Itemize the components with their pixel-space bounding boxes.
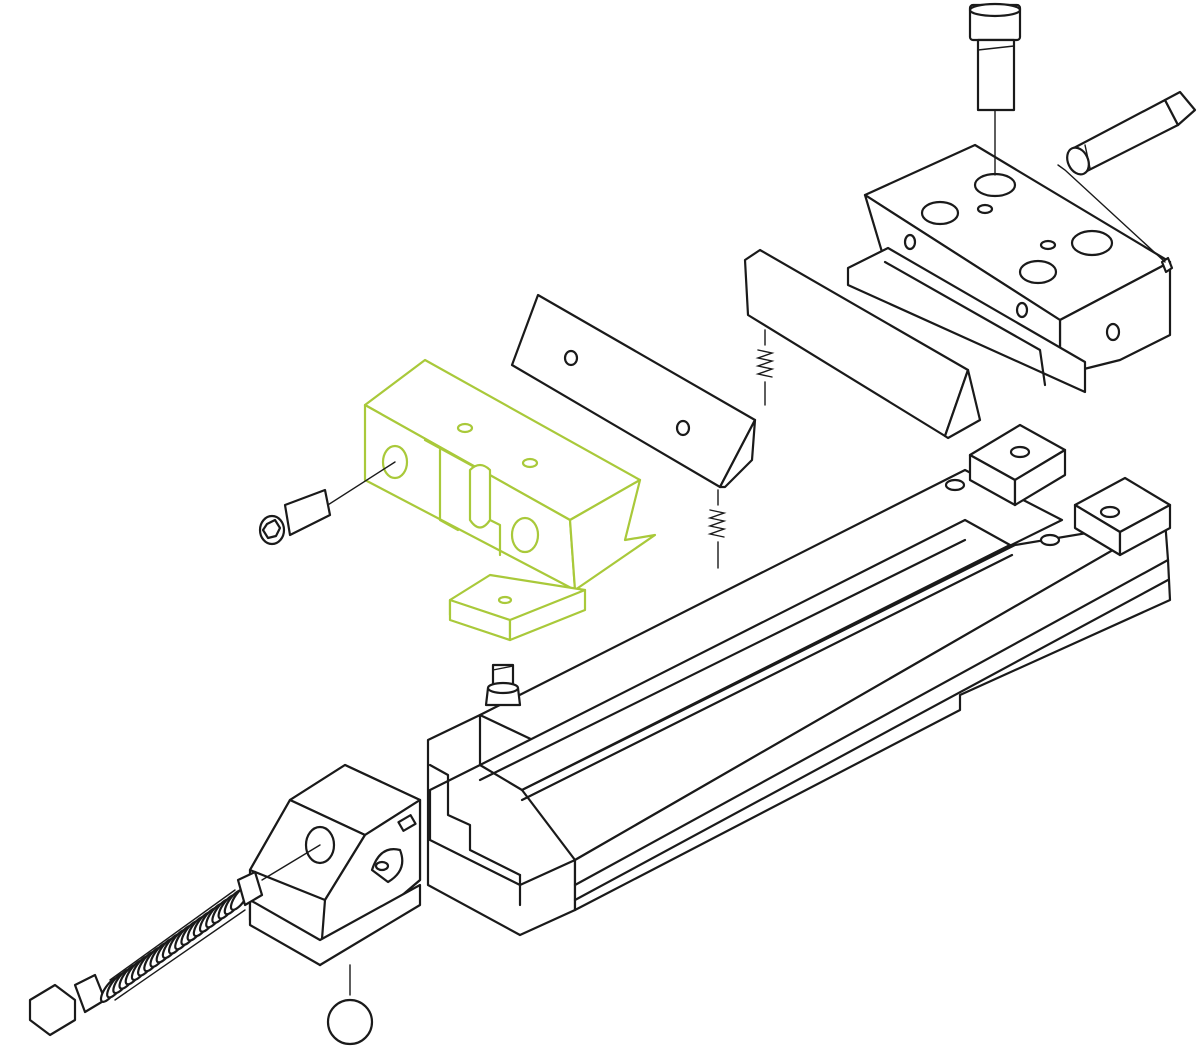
set-screw (484, 663, 522, 707)
fixed-jaw-block (846, 143, 1174, 394)
highlighted-slide-block (363, 358, 657, 642)
cap-screw-left (258, 461, 396, 546)
screw-thread (99, 885, 251, 1003)
ball (326, 964, 374, 1046)
spring-right (755, 349, 775, 378)
jaw-plate-left (510, 293, 757, 569)
cap-screw-top (968, 2, 1022, 176)
screw-block (248, 763, 422, 967)
base-rail (426, 423, 1172, 937)
spring-left (707, 509, 727, 538)
lead-screw (28, 844, 321, 1037)
jaw-plate-right (743, 248, 982, 440)
pin-right (1066, 90, 1197, 176)
